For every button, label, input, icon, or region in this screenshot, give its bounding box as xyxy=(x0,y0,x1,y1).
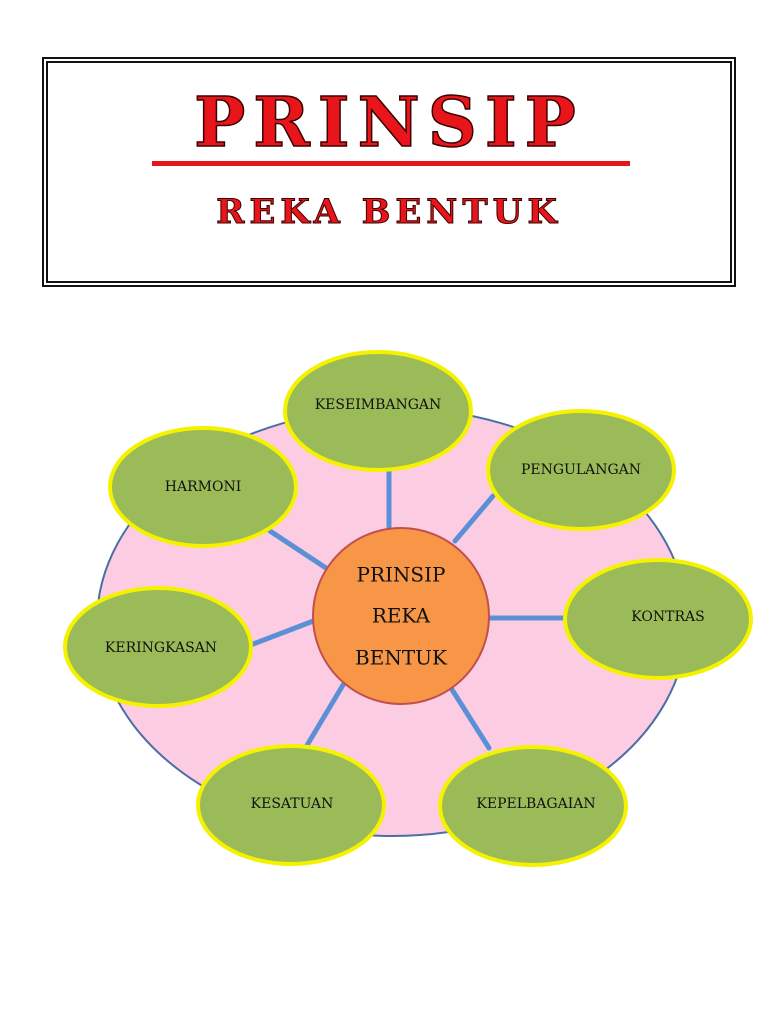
page-subtitle: REKA BENTUK xyxy=(216,192,562,232)
spoke-keringkasan xyxy=(245,617,319,649)
center-label-line2: REKA xyxy=(372,604,431,628)
node-kontras: KONTRAS xyxy=(563,558,753,680)
node-label: KONTRAS xyxy=(631,609,704,625)
node-keringkasan: KERINGKASAN xyxy=(63,586,253,708)
node-pengulangan: PENGULANGAN xyxy=(486,409,676,531)
center-circle xyxy=(312,527,490,705)
node-label: PENGULANGAN xyxy=(521,462,641,478)
title-frame: PRINSIP REKA BENTUK xyxy=(42,57,736,287)
spokes xyxy=(245,462,569,751)
spoke-kesatuan xyxy=(303,682,346,750)
title-underline xyxy=(152,161,630,166)
node-label: KESATUAN xyxy=(251,796,334,812)
node-label: KESEIMBANGAN xyxy=(315,397,442,413)
spoke-pengulangan xyxy=(452,493,496,544)
node-keseimbangan: KESEIMBANGAN xyxy=(283,350,473,472)
node-label: KERINGKASAN xyxy=(105,640,217,656)
node-kesatuan: KESATUAN xyxy=(196,744,386,866)
spoke-harmoni xyxy=(267,528,332,573)
spoke-kepelbagaian xyxy=(448,685,492,751)
center-label-line1: PRINSIP xyxy=(357,563,446,587)
node-label: KEPELBAGAIAN xyxy=(476,796,595,812)
node-label: HARMONI xyxy=(165,479,241,495)
node-kepelbagaian: KEPELBAGAIAN xyxy=(438,745,628,867)
node-harmoni: HARMONI xyxy=(108,426,298,548)
page-title: PRINSIP xyxy=(193,83,584,163)
center-label-line3: BENTUK xyxy=(355,646,448,670)
